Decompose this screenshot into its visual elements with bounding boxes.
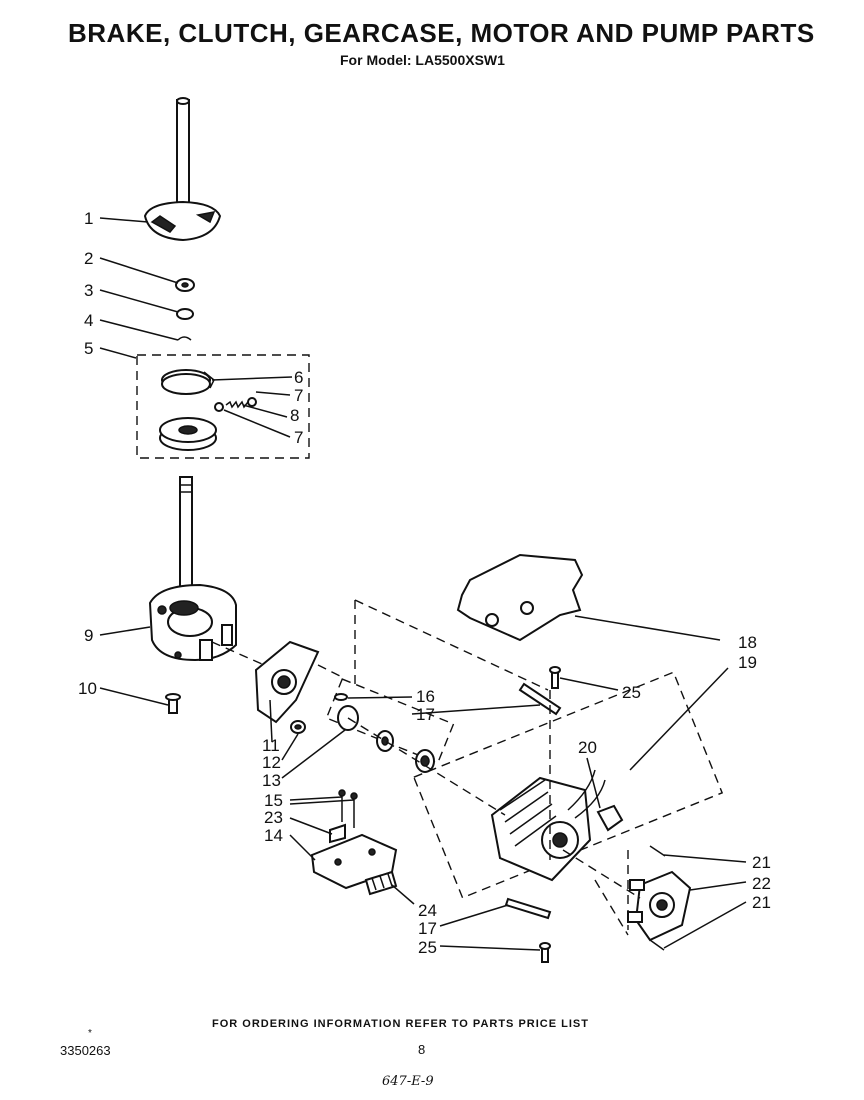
callout-21b: 21 bbox=[752, 893, 771, 912]
motor-part-19 bbox=[490, 769, 606, 882]
leader-lines bbox=[99, 217, 747, 951]
seal-part-12 bbox=[290, 720, 306, 734]
callout-14: 14 bbox=[264, 826, 283, 845]
callout-10: 10 bbox=[78, 679, 97, 698]
alignment-lines bbox=[211, 599, 641, 936]
callout-5: 5 bbox=[84, 339, 93, 358]
callout-13: 13 bbox=[262, 771, 281, 790]
callout-11: 11 bbox=[262, 736, 280, 755]
switch-part-20 bbox=[596, 804, 624, 832]
callout-24: 24 bbox=[418, 901, 437, 920]
callout-8: 8 bbox=[290, 406, 299, 425]
callout-3: 3 bbox=[84, 281, 93, 300]
brake-drum-part-7 bbox=[159, 417, 217, 451]
motor-shield-part-18 bbox=[456, 553, 584, 642]
callout-16: 16 bbox=[416, 687, 435, 706]
motor-group-box bbox=[412, 671, 724, 899]
callout-25-upper: 25 bbox=[622, 683, 641, 702]
callout-6: 6 bbox=[294, 368, 303, 387]
callout-15: 15 bbox=[264, 791, 283, 810]
callout-19: 19 bbox=[738, 653, 757, 672]
callout-2: 2 bbox=[84, 249, 93, 268]
screw-lower-part-25 bbox=[539, 942, 551, 963]
pad-part-24 bbox=[364, 870, 398, 896]
handwritten-note: 647-E-9 bbox=[382, 1074, 434, 1089]
pump-part-22 bbox=[627, 870, 692, 942]
brake-assembly-group-box bbox=[136, 354, 310, 459]
callout-23: 23 bbox=[264, 808, 283, 827]
callout-20: 20 bbox=[578, 738, 597, 757]
callout-1: 1 bbox=[84, 209, 93, 228]
callout-12: 12 bbox=[262, 753, 281, 772]
callout-7b: 7 bbox=[294, 428, 303, 447]
page-number: 8 bbox=[418, 1042, 426, 1057]
model-subtitle: For Model: LA5500XSW1 bbox=[340, 52, 505, 68]
shaft-part-1 bbox=[143, 97, 222, 242]
callout-18: 18 bbox=[738, 633, 757, 652]
callout-4: 4 bbox=[84, 311, 93, 330]
mounting-plate-part-11 bbox=[254, 640, 320, 724]
bolt-part-10 bbox=[165, 693, 181, 714]
screw-part-16 bbox=[334, 693, 348, 701]
callout-17-upper: 17 bbox=[416, 705, 435, 724]
clutch-parts-part-13 bbox=[337, 705, 435, 773]
screws-part-15 bbox=[338, 789, 358, 828]
document-number: 3350263 bbox=[60, 1043, 111, 1058]
clip-part-23 bbox=[329, 823, 346, 844]
callout-9: 9 bbox=[84, 626, 93, 645]
callout-labels: 1 2 3 4 5 6 7 8 7 9 10 11 12 13 14 15 16… bbox=[78, 209, 771, 957]
screw-upper-part-25 bbox=[549, 666, 561, 689]
brake-band-part-6 bbox=[161, 369, 215, 395]
page-title: BRAKE, CLUTCH, GEARCASE, MOTOR AND PUMP … bbox=[68, 18, 815, 48]
washer-part-2 bbox=[175, 278, 195, 292]
callout-17-lower: 17 bbox=[418, 919, 437, 938]
document-mark: * bbox=[88, 1028, 92, 1039]
ordering-note: FOR ORDERING INFORMATION REFER TO PARTS … bbox=[212, 1018, 589, 1030]
spring-assembly-parts-7-8 bbox=[214, 397, 257, 412]
callout-21a: 21 bbox=[752, 853, 771, 872]
callout-7a: 7 bbox=[294, 386, 303, 405]
rod-lower-part-17 bbox=[504, 897, 552, 920]
retainer-part-4 bbox=[177, 336, 192, 341]
washer-part-3 bbox=[176, 308, 194, 320]
gearcase-part-9 bbox=[148, 476, 237, 662]
clips-part-21 bbox=[649, 845, 666, 951]
callout-25-lower: 25 bbox=[418, 938, 437, 957]
callout-22: 22 bbox=[752, 874, 771, 893]
